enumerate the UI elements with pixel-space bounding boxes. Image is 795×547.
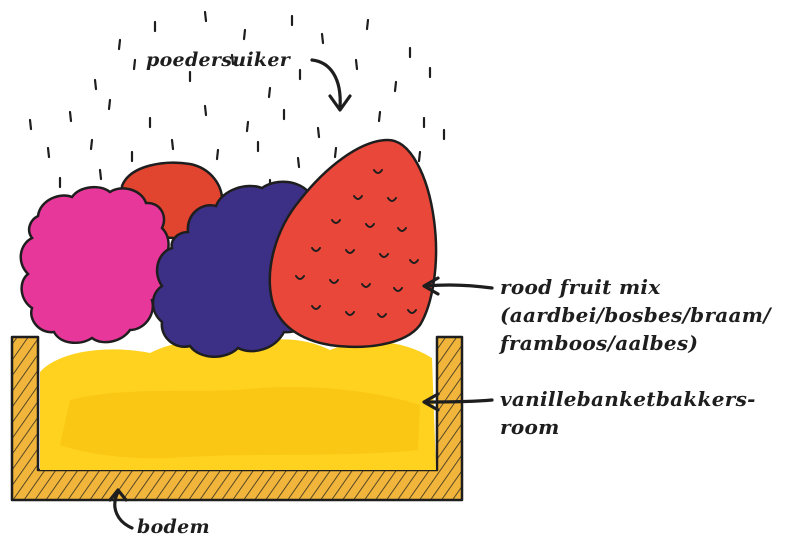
sugar-dash xyxy=(318,128,319,137)
sugar-dash xyxy=(379,112,380,121)
sugar-dash xyxy=(395,82,396,91)
sugar-arrow xyxy=(312,60,340,108)
sugar-dash xyxy=(134,60,135,69)
fruit-arrow xyxy=(426,285,492,288)
sugar-dash xyxy=(205,12,206,21)
sugar-dash xyxy=(269,88,270,97)
sugar-dash xyxy=(247,122,248,131)
sugar-dash xyxy=(244,30,245,39)
label-powdered-sugar: poedersuiker xyxy=(146,46,290,74)
label-fruit-mix-line-2: (aardbei/bosbes/braam/ xyxy=(500,301,771,329)
label-base: bodem xyxy=(137,513,210,541)
sugar-dash xyxy=(48,148,49,157)
label-fruit-mix: rood fruit mix (aardbei/bosbes/braam/ fr… xyxy=(500,273,771,357)
label-cream: vanillebanketbakkers- room xyxy=(500,385,756,441)
sugar-dash xyxy=(419,152,420,161)
label-fruit-mix-line-1: rood fruit mix xyxy=(500,273,771,301)
sugar-dash xyxy=(91,140,92,149)
sugar-dash xyxy=(70,112,71,121)
sugar-dash xyxy=(298,158,299,167)
label-cream-line-2: room xyxy=(500,413,756,441)
sugar-dash xyxy=(119,40,120,49)
sugar-dash xyxy=(205,106,206,115)
sugar-dash xyxy=(172,140,173,149)
sugar-dash xyxy=(95,80,96,89)
label-fruit-mix-line-3: framboos/aalbes) xyxy=(500,329,771,357)
label-cream-line-1: vanillebanketbakkers- xyxy=(500,385,756,413)
sugar-dash xyxy=(100,170,101,179)
raspberry xyxy=(21,187,169,343)
sugar-dash xyxy=(322,34,323,43)
sugar-dash xyxy=(335,148,336,157)
strawberry xyxy=(270,140,436,347)
sugar-dash xyxy=(367,20,368,29)
sugar-dash xyxy=(30,120,31,129)
sugar-dash xyxy=(356,60,357,69)
sugar-dash xyxy=(217,150,218,159)
sugar-dash xyxy=(109,100,110,109)
